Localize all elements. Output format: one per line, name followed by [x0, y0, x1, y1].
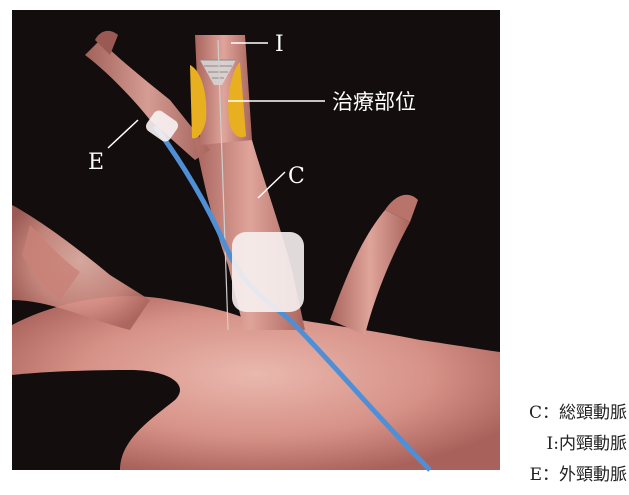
legend-sep: ：	[542, 465, 559, 485]
label-common: C	[288, 164, 305, 189]
legend-row-internal: I:内頸動脈	[505, 429, 627, 460]
legend-key: C	[529, 403, 542, 423]
label-external: E	[88, 150, 104, 175]
legend-sep: ：	[542, 403, 559, 423]
legend-text: 総頸動脈	[559, 403, 627, 423]
legend-text: 内頸動脈	[559, 434, 627, 454]
label-treatment-site: 治療部位	[332, 90, 416, 114]
legend-key: E	[530, 465, 542, 485]
legend: C：総頸動脈 I:内頸動脈 E：外頸動脈	[505, 398, 627, 491]
label-internal: I	[275, 32, 284, 57]
legend-row-common: C：総頸動脈	[505, 398, 627, 429]
legend-row-external: E：外頸動脈	[505, 460, 627, 491]
balloon	[232, 232, 304, 312]
legend-text: 外頸動脈	[559, 465, 627, 485]
